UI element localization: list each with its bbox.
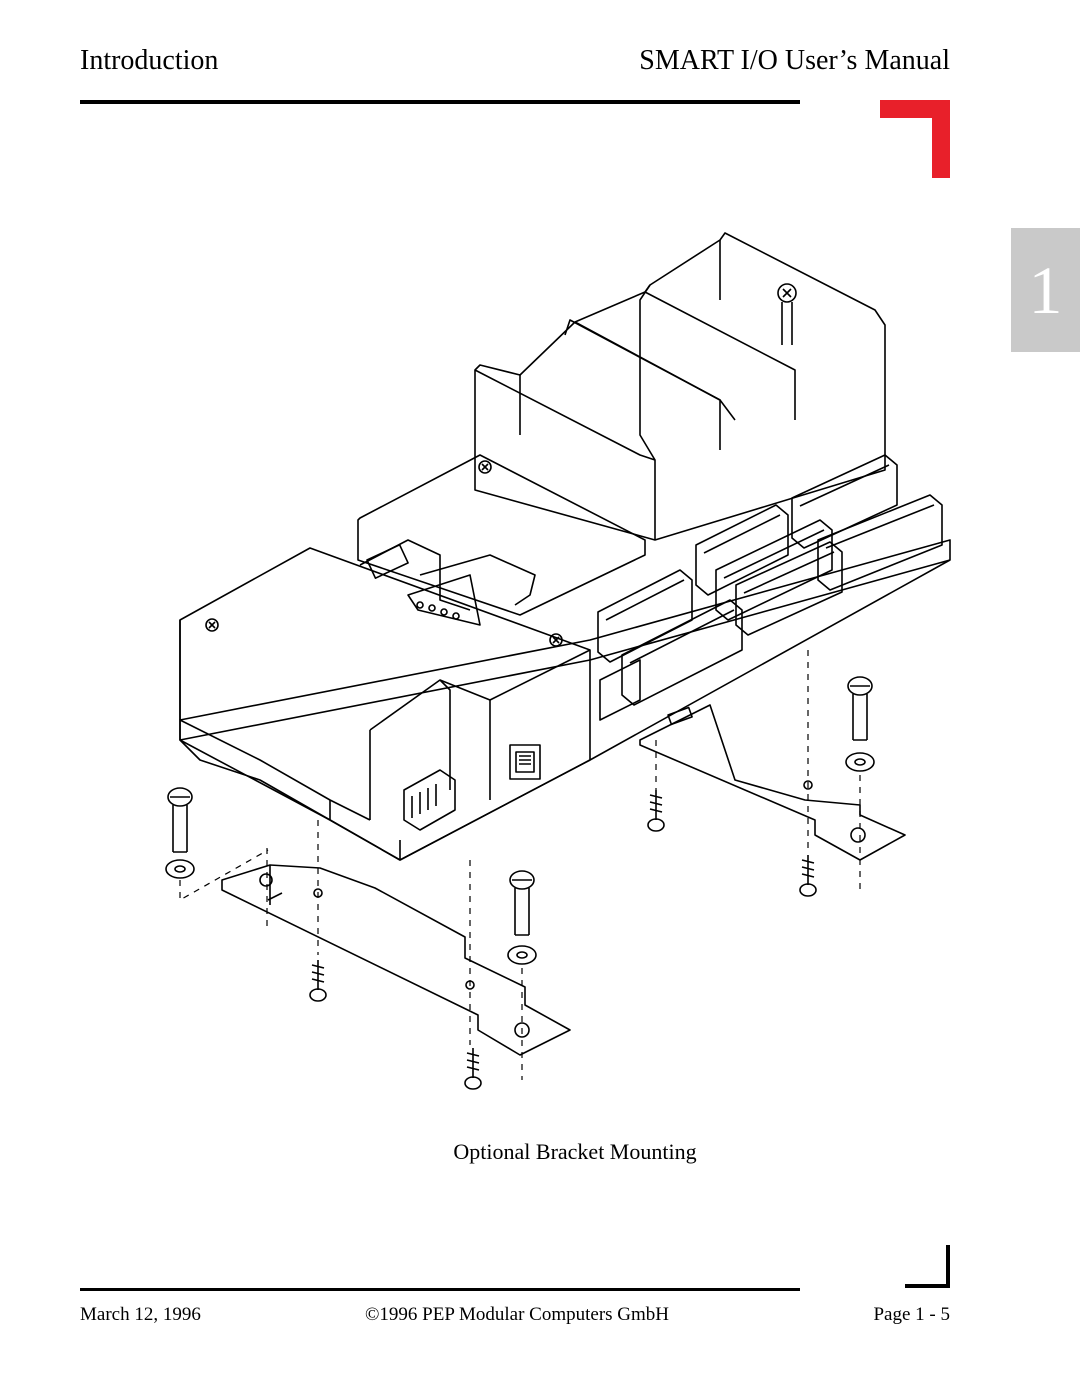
left-bracket (221, 864, 571, 1056)
chapter-number: 1 (1028, 252, 1063, 328)
bracket-mounting-drawing (165, 232, 951, 1090)
machine-screws (165, 676, 875, 965)
footer-corner-mark (905, 1245, 950, 1288)
page-number: Page 1 - 5 (873, 1304, 950, 1325)
footer-date: March 12, 1996 (80, 1304, 201, 1325)
figure-caption: Optional Bracket Mounting (453, 1139, 697, 1164)
section-title: Introduction (80, 45, 219, 76)
chapter-tab[interactable]: 1 (1011, 228, 1080, 352)
header-rule (80, 100, 800, 104)
footer-rule (80, 1288, 800, 1291)
middle-module (357, 454, 646, 626)
front-box (179, 547, 591, 861)
manual-title: SMART I/O User’s Manual (639, 45, 950, 76)
right-bracket (639, 704, 906, 861)
terminal-connectors (597, 454, 943, 721)
alignment-lines (179, 650, 861, 1080)
footer-copyright: ©1996 PEP Modular Computers GmbH (365, 1304, 670, 1325)
self-tapping-screws (309, 790, 817, 1090)
red-corner-mark (880, 100, 950, 178)
rear-housing (474, 232, 886, 541)
